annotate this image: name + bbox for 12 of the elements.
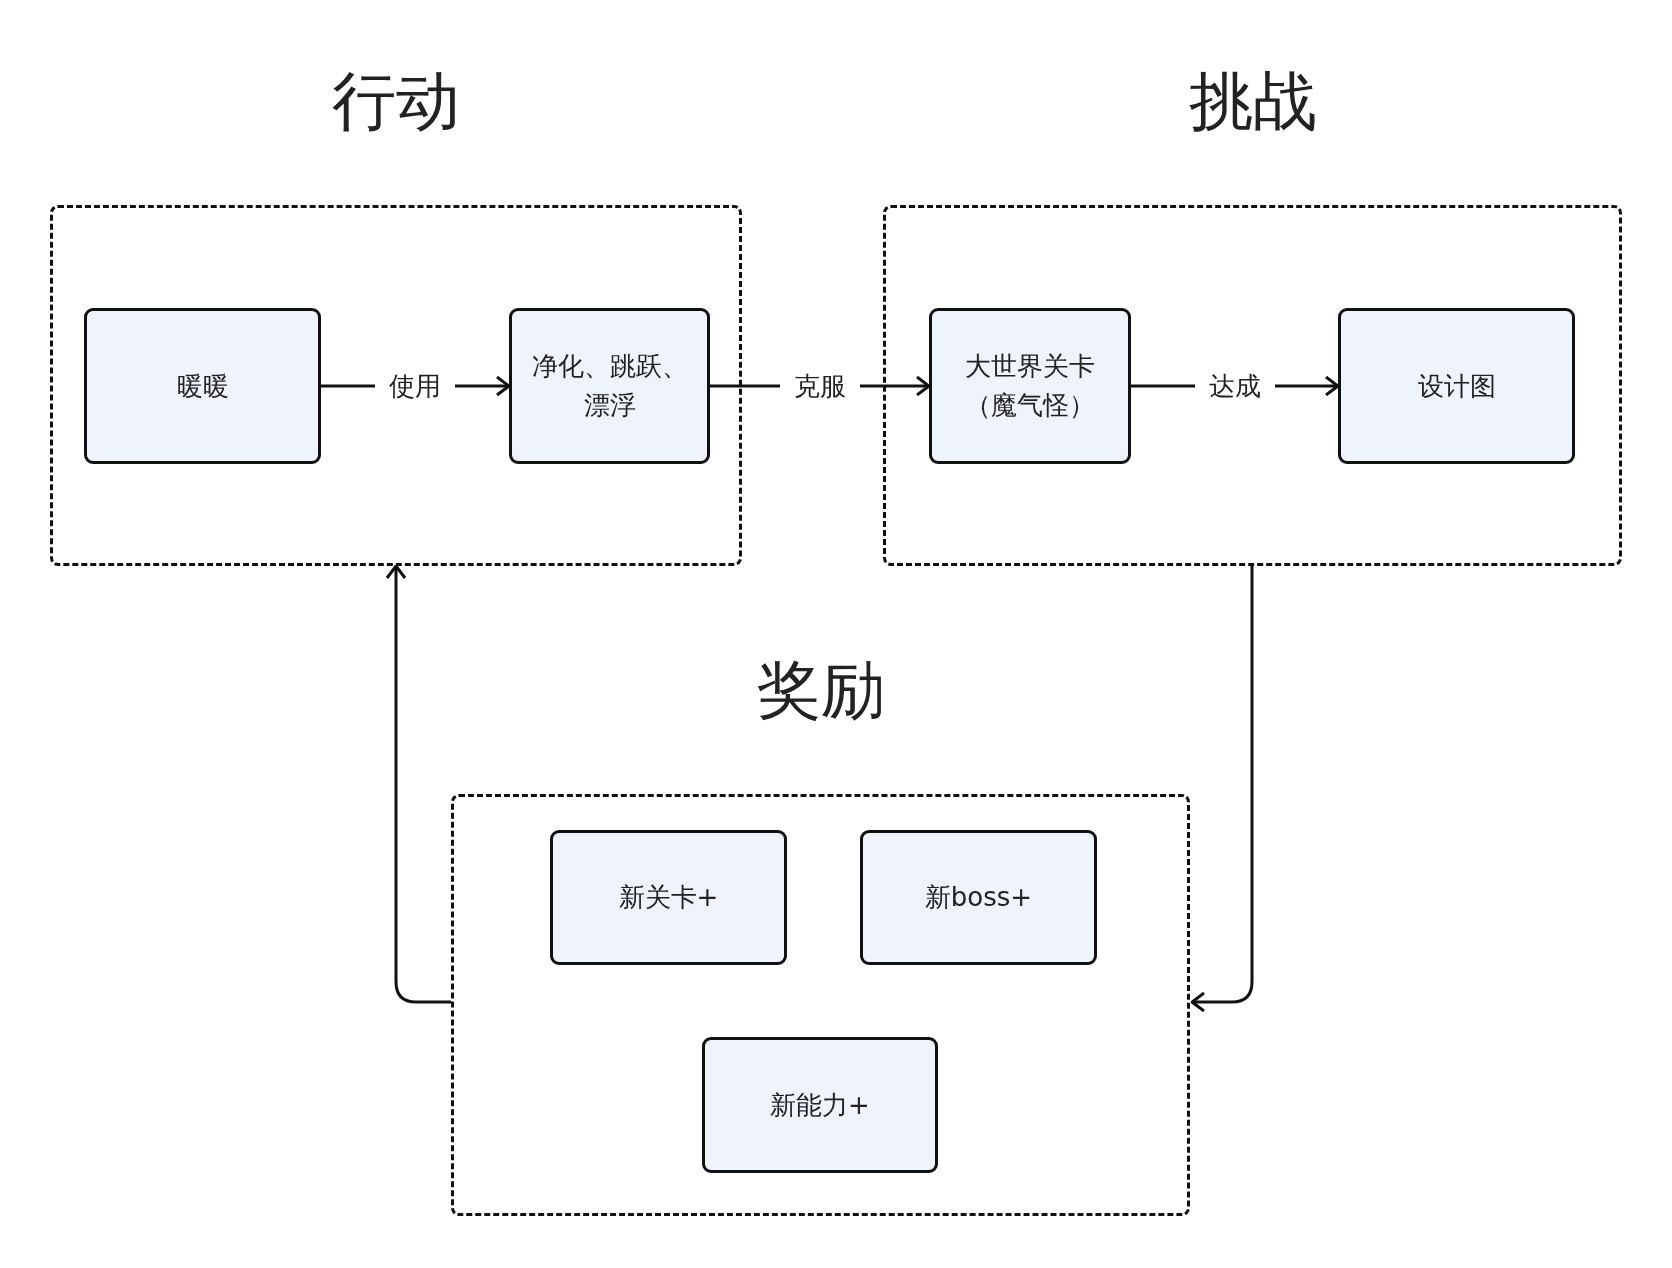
arrow: [1190, 566, 1254, 1013]
group-title: 挑战: [1188, 63, 1317, 140]
group-title: 奖励: [756, 652, 885, 729]
process-box: 大世界关卡（魔气怪）: [929, 308, 1131, 464]
group-title: 行动: [332, 63, 460, 140]
process-box: 设计图: [1338, 308, 1575, 464]
arrow: [385, 564, 451, 1004]
process-box: 新关卡+: [550, 830, 787, 965]
process-box: 新能力+: [702, 1037, 938, 1173]
process-box: 净化、跳跃、漂浮: [509, 308, 710, 464]
process-box: 新boss+: [860, 830, 1097, 965]
process-box: 暖暖: [84, 308, 321, 464]
